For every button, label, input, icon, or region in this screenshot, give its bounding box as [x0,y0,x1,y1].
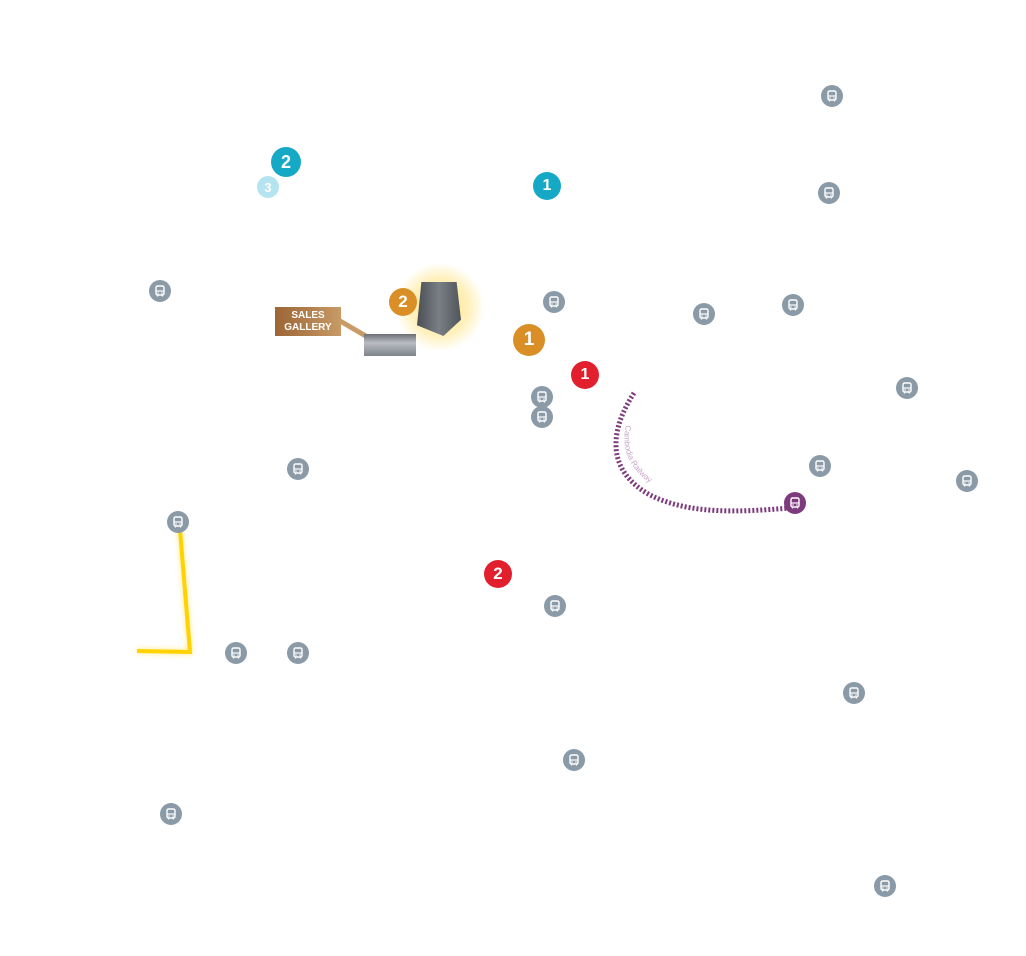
bus-icon[interactable] [167,511,189,533]
bus-icon[interactable] [543,291,565,313]
bus-icon[interactable] [896,377,918,399]
sales-gallery-image[interactable] [364,334,416,356]
marker-red-1[interactable]: 1 [571,361,599,389]
marker-teal-2[interactable]: 2 [271,147,301,177]
bus-icon[interactable] [874,875,896,897]
marker-orange-2[interactable]: 2 [389,288,417,316]
train-icon[interactable] [784,492,806,514]
marker-teal-1[interactable]: 1 [533,172,561,200]
bus-icon[interactable] [149,280,171,302]
bus-icon[interactable] [287,458,309,480]
bus-icon[interactable] [563,749,585,771]
bus-icon[interactable] [531,386,553,408]
bus-icon[interactable] [693,303,715,325]
bus-icon[interactable] [956,470,978,492]
marker-orange-1[interactable]: 1 [513,324,545,356]
bus-icon[interactable] [843,682,865,704]
bus-icon[interactable] [531,406,553,428]
bus-icon[interactable] [225,642,247,664]
bus-icon[interactable] [821,85,843,107]
marker-teal-3[interactable]: 3 [257,176,279,198]
bus-icon[interactable] [160,803,182,825]
bus-icon[interactable] [818,182,840,204]
bus-icon[interactable] [287,642,309,664]
bus-icon[interactable] [782,294,804,316]
bus-icon[interactable] [544,595,566,617]
railway-line [613,391,791,514]
highlighted-road [136,529,193,655]
bus-icon[interactable] [809,455,831,477]
marker-red-2[interactable]: 2 [484,560,512,588]
sales-gallery-label: SALES GALLERY [275,307,341,336]
